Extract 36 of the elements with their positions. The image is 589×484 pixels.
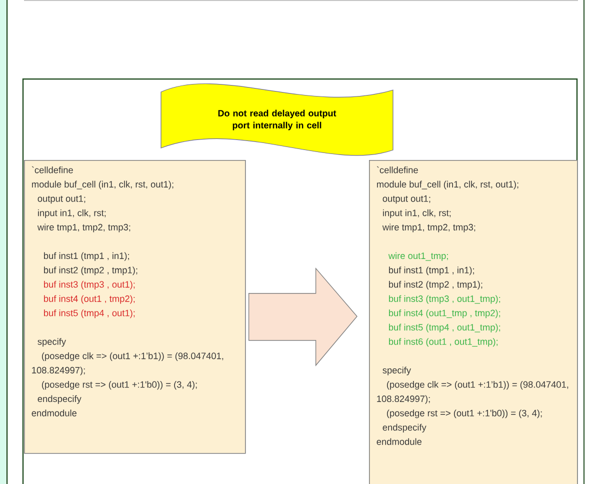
code-line: buf inst5 (tmp4 , out1_tmp); bbox=[389, 324, 500, 332]
code-line: output out1; bbox=[382, 195, 430, 204]
code-line: `celldefine bbox=[32, 166, 73, 174]
code-line: (posedge rst => (out1 +:1'b0)) = (3, 4); bbox=[386, 410, 542, 418]
code-line: specify bbox=[382, 366, 411, 376]
code-line: buf inst4 (out1 , tmp2); bbox=[44, 295, 135, 304]
code-box bbox=[369, 160, 578, 484]
code-line: wire tmp1, tmp2, tmp3; bbox=[382, 224, 476, 232]
code-line: wire out1_tmp; bbox=[388, 252, 448, 261]
banner: Do not read delayed output port internally in cell bbox=[160, 84, 394, 156]
code-line: output out1; bbox=[38, 195, 86, 204]
code-line: (posedge rst => (out1 +:1'b0)) = (3, 4); bbox=[42, 381, 197, 390]
code-line: buf inst5 (tmp4 , out1); bbox=[44, 310, 135, 318]
code-line: buf inst6 (out1 , out1_tmp); bbox=[389, 338, 498, 347]
code-line: input in1, clk, rst; bbox=[383, 209, 451, 218]
code-line: buf inst3 (tmp3 , out1); bbox=[44, 280, 135, 290]
code-line: buf inst2 (tmp2 , tmp1); bbox=[389, 280, 482, 290]
code-line: `celldefine bbox=[376, 166, 418, 174]
code-line: (posedge clk => (out1 +:1’b1)) = (98.047401, 108.824997); bbox=[377, 381, 568, 404]
code-line: endmodule bbox=[376, 438, 422, 445]
code-line: buf inst2 (tmp2 , tmp1); bbox=[44, 266, 138, 276]
code-line: endmodule bbox=[32, 410, 76, 416]
code-line: wire tmp1, tmp2, tmp3; bbox=[37, 224, 130, 232]
code-box bbox=[24, 160, 246, 454]
code-line: module buf_cell (in1, clk, rst, out1); bbox=[32, 180, 174, 190]
code-line: endspecify bbox=[382, 424, 426, 432]
code-line: specify bbox=[38, 338, 66, 347]
code-line: input in1, clk, rst; bbox=[38, 209, 106, 218]
block-arrow bbox=[248, 267, 358, 366]
code-line: buf inst1 (tmp1 , in1); bbox=[389, 266, 474, 276]
code-line: endspecify bbox=[38, 395, 82, 404]
code-line: buf inst3 (tmp3 , out1_tmp); bbox=[389, 295, 500, 304]
code-line: (posedge clk => (out1 +:1’b1)) = (98.047401, 108.824997); bbox=[32, 352, 224, 376]
code-line: buf inst1 (tmp1 , in1); bbox=[44, 252, 129, 261]
code-line: buf inst4 (out1_tmp , tmp2); bbox=[389, 310, 500, 318]
code-line: module buf_cell (in1, clk, rst, out1); bbox=[377, 180, 518, 190]
